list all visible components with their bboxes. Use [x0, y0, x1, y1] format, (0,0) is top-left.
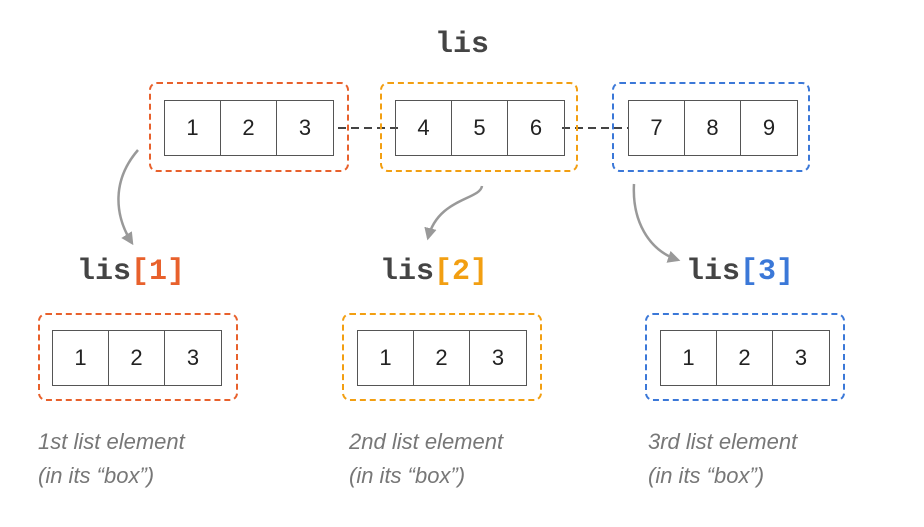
label-base: lis	[686, 255, 741, 289]
list-cell: 1	[53, 331, 109, 385]
element-box-1-cells: 1 2 3	[52, 330, 222, 386]
top-group-2-cells: 4 5 6	[395, 100, 565, 156]
arrow-to-lis-2	[424, 185, 484, 241]
caption-2: 2nd list element (in its “box”)	[349, 425, 503, 493]
index-label-1: lis[1]	[77, 255, 185, 289]
list-cell: 8	[685, 101, 741, 155]
list-cell: 3	[491, 345, 505, 370]
arrow-to-lis-3	[632, 183, 681, 263]
top-group-3-cells: 7 8 9	[628, 100, 798, 156]
list-cell: 3	[794, 345, 808, 370]
caption-3: 3rd list element (in its “box”)	[648, 425, 797, 493]
list-cell: 2	[717, 331, 773, 385]
top-group-1-cells: 1 2 3	[164, 100, 334, 156]
top-group-3	[612, 82, 810, 172]
list-cell: 3	[186, 345, 200, 370]
list-cell: 1	[661, 331, 717, 385]
list-cell: 2	[414, 331, 470, 385]
list-cell: 1	[165, 101, 221, 155]
arrow-to-lis-1	[117, 149, 139, 246]
bracket-open: [	[131, 255, 150, 289]
list-cell: 3	[298, 115, 312, 140]
element-box-3-cells: 1 2 3	[660, 330, 830, 386]
label-base: lis	[77, 255, 132, 289]
index-value: 1	[149, 255, 168, 289]
list-cell: 5	[452, 101, 508, 155]
element-box-1	[38, 313, 238, 401]
top-group-2	[380, 82, 578, 172]
list-cell: 1	[358, 331, 414, 385]
list-cell: 7	[629, 101, 685, 155]
list-cell: 2	[109, 331, 165, 385]
top-group-1	[149, 82, 349, 172]
element-box-2	[342, 313, 542, 401]
index-value: 2	[452, 255, 471, 289]
caption-line: 2nd list element	[349, 429, 504, 454]
index-label-3: lis[3]	[686, 255, 794, 289]
index-value: 3	[758, 255, 777, 289]
element-box-3	[645, 313, 845, 401]
list-name-title: lis	[434, 28, 489, 62]
bracket-close: ]	[470, 255, 489, 289]
bracket-open: [	[740, 255, 759, 289]
bracket-close: ]	[167, 255, 186, 289]
caption-line: (in its “box”)	[349, 463, 466, 488]
list-cell: 4	[396, 101, 452, 155]
bracket-open: [	[434, 255, 453, 289]
label-base: lis	[380, 255, 435, 289]
list-cell: 9	[762, 115, 776, 140]
caption-1: 1st list element (in its “box”)	[38, 425, 185, 493]
element-box-2-cells: 1 2 3	[357, 330, 527, 386]
caption-line: (in its “box”)	[648, 463, 765, 488]
list-cell: 2	[221, 101, 277, 155]
caption-line: 1st list element	[38, 429, 185, 454]
caption-line: (in its “box”)	[38, 463, 155, 488]
list-cell: 6	[529, 115, 543, 140]
bracket-close: ]	[776, 255, 795, 289]
index-label-2: lis[2]	[380, 255, 488, 289]
caption-line: 3rd list element	[648, 429, 798, 454]
